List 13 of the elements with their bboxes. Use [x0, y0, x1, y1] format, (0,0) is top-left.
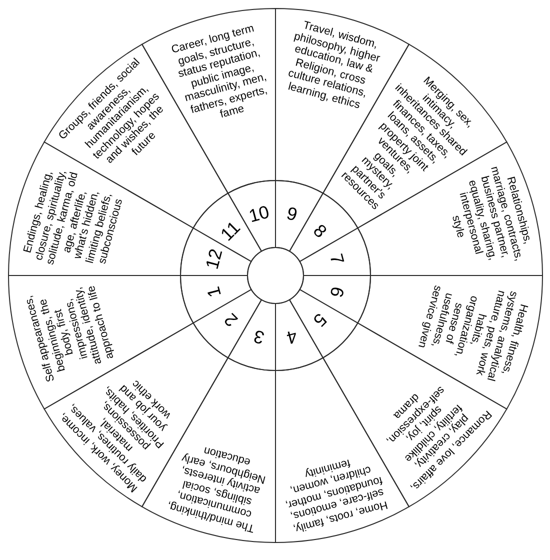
house-number: 10 — [247, 202, 272, 226]
house-number: 6 — [326, 284, 347, 300]
house-number: 12 — [202, 247, 226, 272]
house-number: 11 — [217, 218, 244, 244]
house-number: 1 — [204, 284, 224, 300]
house-number: 3 — [252, 326, 266, 347]
house-number: 8 — [310, 220, 330, 240]
house-number: 2 — [220, 310, 240, 330]
house-number: 9 — [284, 204, 300, 224]
house-number: 4 — [284, 326, 300, 347]
house-number: 7 — [326, 252, 347, 266]
house-number: 5 — [310, 310, 330, 330]
center-circle — [247, 247, 304, 304]
